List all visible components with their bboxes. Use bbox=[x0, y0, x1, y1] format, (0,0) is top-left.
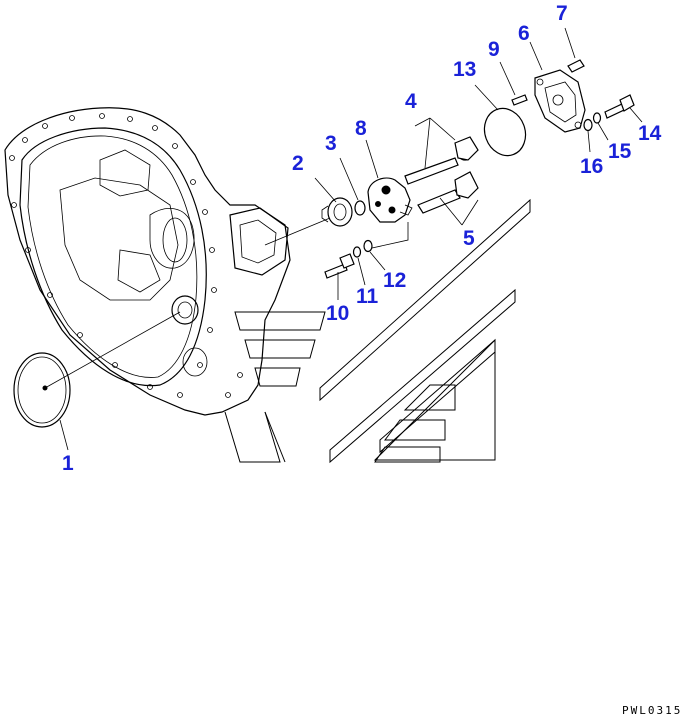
label-15: 15 bbox=[608, 140, 632, 163]
label-4: 4 bbox=[405, 90, 417, 113]
label-16: 16 bbox=[580, 155, 603, 178]
part-gear-hub bbox=[264, 177, 353, 246]
watermark-logo bbox=[224, 198, 531, 464]
part-dowel-pin bbox=[499, 61, 528, 106]
part-gear-shaft-upper bbox=[404, 117, 479, 185]
label-11: 11 bbox=[356, 285, 379, 308]
part-snap-ring bbox=[339, 157, 366, 216]
label-3: 3 bbox=[325, 132, 337, 155]
part-o-ring bbox=[474, 84, 527, 157]
part-bolt-lower bbox=[324, 253, 355, 300]
label-13: 13 bbox=[453, 58, 476, 81]
part-washer-lower bbox=[363, 239, 386, 271]
label-12: 12 bbox=[383, 269, 406, 292]
part-washer-cover bbox=[583, 118, 593, 153]
part-spring-washer-lower bbox=[352, 246, 366, 286]
part-plug bbox=[564, 27, 585, 73]
label-6: 6 bbox=[518, 22, 530, 45]
label-7: 7 bbox=[556, 2, 568, 25]
label-14: 14 bbox=[638, 122, 662, 145]
part-spring-washer bbox=[592, 112, 609, 141]
part-bolt-upper bbox=[604, 94, 643, 123]
label-9: 9 bbox=[488, 38, 500, 61]
part-gear-shaft-lower bbox=[417, 171, 479, 226]
part-pump-cover bbox=[529, 41, 586, 133]
flange-bolt-holes bbox=[9, 113, 243, 398]
drawing-code: PWL0315 bbox=[622, 704, 682, 717]
transmission-housing bbox=[4, 107, 291, 416]
label-8: 8 bbox=[355, 117, 367, 140]
part-number-labels: 1 2 3 4 5 6 7 8 9 10 11 12 13 14 15 16 bbox=[62, 2, 662, 475]
label-2: 2 bbox=[292, 152, 304, 175]
label-10: 10 bbox=[326, 302, 349, 325]
label-1: 1 bbox=[62, 452, 74, 475]
part-pump-body bbox=[365, 139, 413, 249]
label-5: 5 bbox=[463, 227, 475, 250]
part-cover-plate bbox=[13, 311, 181, 451]
